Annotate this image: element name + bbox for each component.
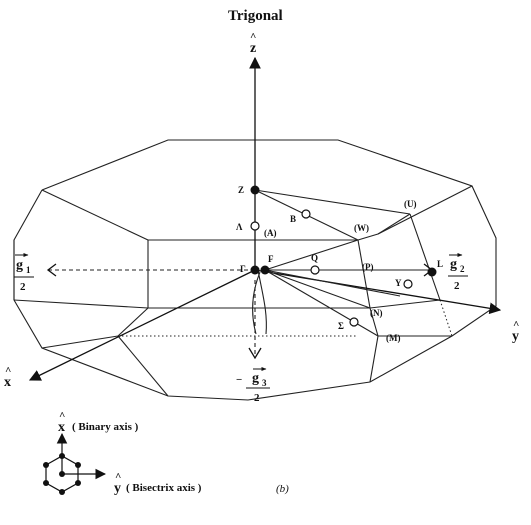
svg-text:g: g [450, 257, 457, 272]
label-F: F [268, 254, 274, 264]
symmetry-lines [252, 189, 432, 337]
label-Q: Q [311, 253, 318, 263]
g1-half-label: g 1 2 [14, 253, 34, 293]
label-Z: Z [238, 185, 244, 195]
svg-text:^: ^ [513, 319, 519, 331]
svg-text:g: g [16, 258, 23, 273]
svg-text:^: ^ [115, 471, 121, 483]
bisectrix-axis-label: ( Bisectrix axis ) [126, 482, 202, 494]
cartesian-axes [28, 56, 502, 381]
panel-label: (b) [276, 483, 289, 495]
label-A: (A) [264, 228, 277, 238]
label-N: (N) [370, 308, 383, 318]
axis-labels: z ^ x ^ y ^ [4, 31, 519, 390]
x-axis-label: x [4, 375, 11, 390]
label-Sigma: Σ [338, 321, 344, 331]
binary-axis-label: ( Binary axis ) [72, 421, 139, 433]
point-Y [403, 279, 413, 289]
svg-text:−: − [236, 374, 242, 386]
svg-text:2: 2 [454, 280, 460, 292]
label-M: (M) [386, 333, 401, 343]
label-B: B [290, 214, 296, 224]
svg-text:1: 1 [26, 265, 31, 275]
svg-text:^: ^ [59, 410, 65, 422]
svg-text:2: 2 [254, 392, 260, 404]
point-Z [250, 185, 260, 195]
label-W: (W) [354, 223, 369, 233]
point-labels: Z Λ (A) B (W) (U) Γ F Q (P) L Y (N) Σ (M… [236, 185, 443, 343]
inset-y-label: y [114, 481, 121, 496]
g3-half-label: − g 3 2 [236, 367, 270, 404]
label-Y: Y [395, 278, 402, 288]
figure-title: Trigonal [228, 8, 283, 24]
svg-text:^: ^ [5, 365, 11, 377]
point-B [301, 209, 311, 219]
brillouin-zone-outline [13, 139, 497, 401]
svg-text:3: 3 [262, 378, 267, 388]
point-Gamma [250, 265, 260, 275]
label-P: (P) [362, 262, 374, 272]
label-L: L [437, 259, 443, 269]
point-Lambda [250, 221, 260, 231]
point-Sigma [349, 317, 359, 327]
inset-x-label: x [58, 420, 65, 435]
axes-inset: x ^ ( Binary axis ) y ^ ( Bisectrix axis… [43, 410, 289, 496]
label-Lambda: Λ [236, 222, 243, 232]
g2-half-label: g 2 2 [448, 253, 468, 292]
svg-text:2: 2 [20, 281, 26, 293]
z-axis-label: z [250, 41, 256, 56]
x-axis [28, 269, 256, 381]
svg-text:g: g [252, 371, 259, 386]
svg-text:^: ^ [250, 31, 256, 43]
point-Q [310, 265, 320, 275]
label-Gamma: Γ [240, 264, 246, 274]
point-L [427, 267, 437, 277]
point-F [260, 265, 270, 275]
label-U: (U) [404, 199, 417, 209]
symmetry-points [250, 185, 437, 327]
y-axis [254, 269, 502, 315]
svg-text:2: 2 [460, 264, 465, 274]
y-axis-label: y [512, 329, 519, 344]
